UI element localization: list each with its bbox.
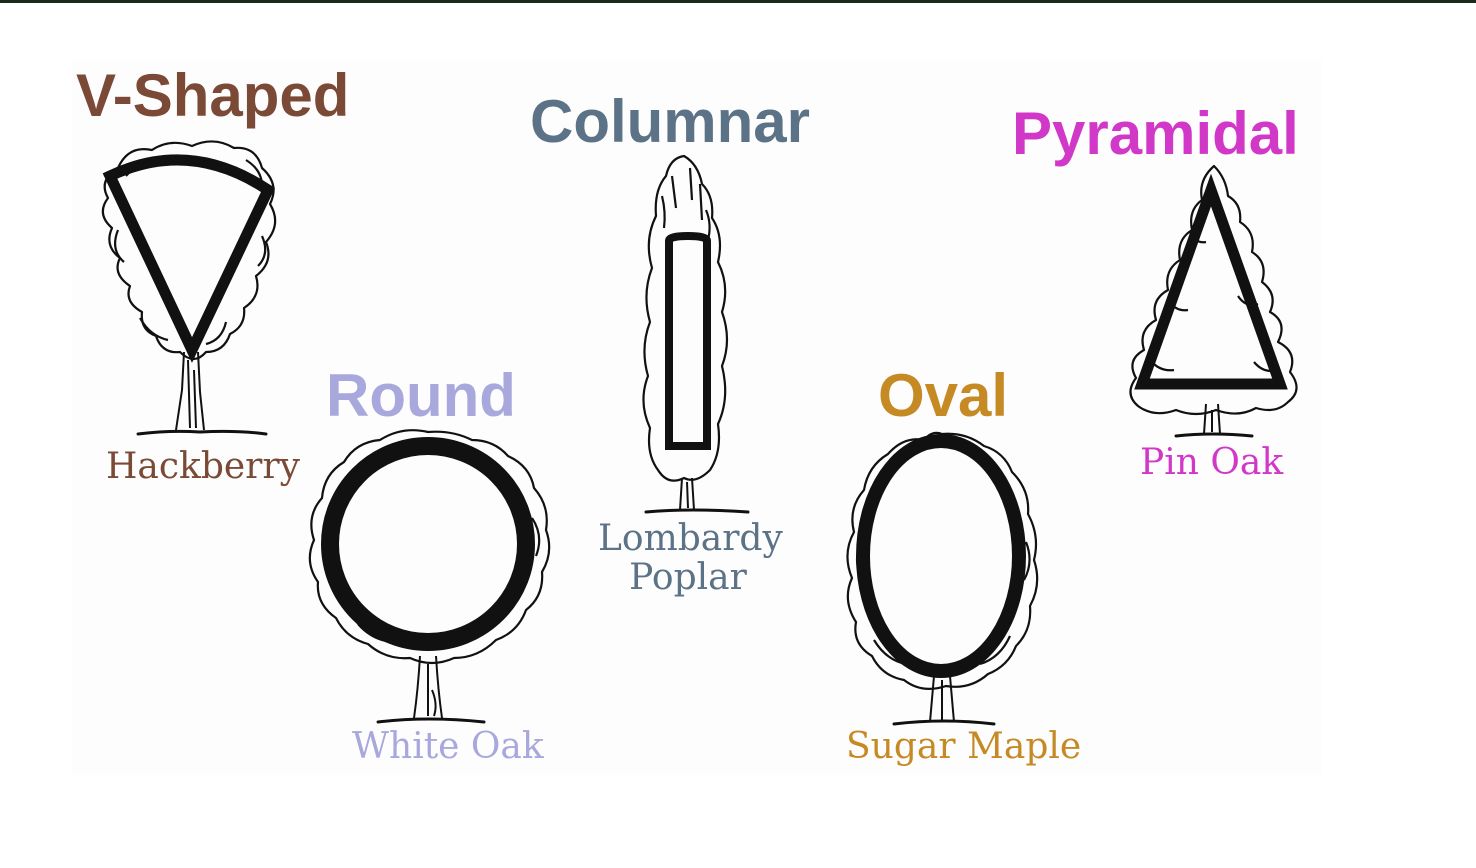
round-canopy-detail	[323, 518, 539, 646]
oval-heading: Oval	[878, 366, 1008, 426]
white-oak-caption: White Oak	[352, 728, 544, 767]
pyramidal-ground-line	[1176, 434, 1252, 436]
lombardy-poplar-caption-line-2: Poplar	[598, 559, 778, 598]
columnar-trunk	[680, 478, 694, 510]
sugar-maple-caption: Sugar Maple	[846, 728, 1081, 767]
round-canopy-outline	[310, 430, 549, 663]
pin-oak-caption: Pin Oak	[1140, 444, 1283, 483]
oval-tree-icon	[847, 433, 1037, 724]
round-trunk	[414, 656, 442, 718]
oval-trunk	[930, 676, 954, 722]
lombardy-poplar-caption: Lombardy Poplar	[598, 520, 778, 598]
v-shaped-trunk	[176, 352, 204, 430]
oval-shape-outline	[863, 441, 1019, 671]
columnar-canopy-detail	[662, 168, 710, 240]
oval-canopy-outline	[847, 433, 1037, 689]
v-shaped-tree-icon	[103, 141, 275, 434]
round-shape-outline	[330, 446, 526, 642]
round-heading: Round	[326, 366, 516, 426]
hackberry-caption: Hackberry	[106, 448, 300, 487]
round-ground-line	[378, 719, 484, 722]
round-tree-icon	[310, 430, 549, 722]
v-shaped-ground-line	[138, 431, 266, 434]
columnar-tree-icon	[643, 156, 748, 512]
lombardy-poplar-caption-line-1: Lombardy	[598, 520, 778, 559]
columnar-shape-outline	[669, 236, 707, 446]
pyramidal-heading: Pyramidal	[1012, 104, 1299, 164]
columnar-canopy-outline	[643, 156, 727, 481]
pyramidal-trunk	[1204, 404, 1220, 434]
v-shaped-heading: V-Shaped	[76, 66, 349, 126]
oval-canopy-detail	[857, 540, 1030, 664]
v-shape-outline	[110, 160, 268, 350]
pyramid-shape-outline	[1142, 190, 1280, 384]
oval-ground-line	[894, 721, 994, 724]
columnar-heading: Columnar	[530, 92, 810, 152]
columnar-ground-line	[646, 510, 748, 512]
pyramidal-tree-icon	[1130, 166, 1296, 436]
